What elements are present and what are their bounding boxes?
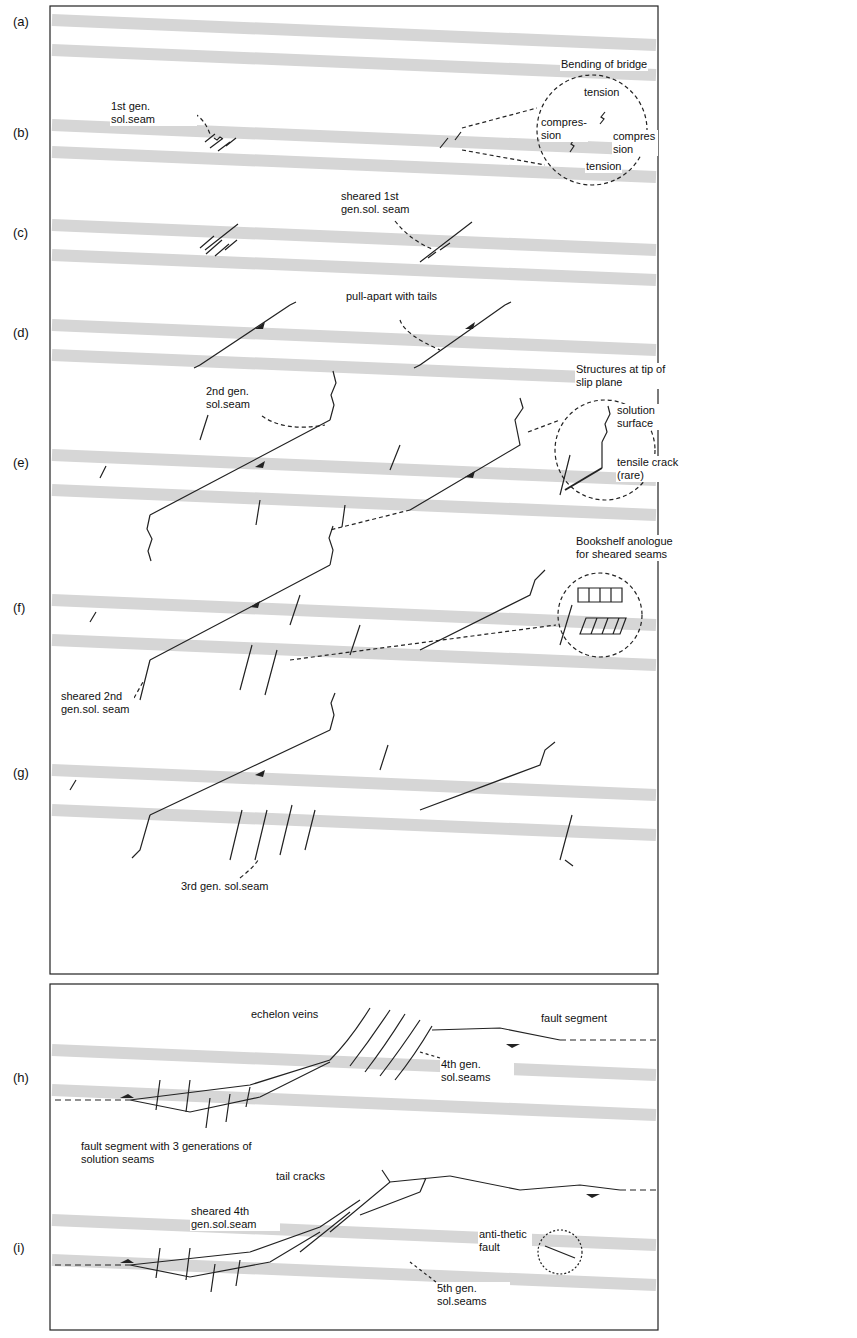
panel-letter: (d) (12, 325, 30, 340)
annotation-label: tensile crack (rare) (616, 456, 680, 482)
annotation-label: pull-apart with tails (345, 290, 457, 303)
annotation-label: tension (583, 86, 620, 99)
annotation-label: 5th gen. sol.seams (436, 1282, 510, 1308)
annotation-label: 4th gen. sol.seams (440, 1058, 514, 1084)
annotation-label: tension (585, 160, 622, 173)
annotation-label: tail cracks (275, 1170, 326, 1183)
annotation-label: solution surface (616, 404, 678, 430)
annotation-label: sheared 1st gen.sol. seam (340, 190, 437, 216)
annotation-label: sheared 2nd gen.sol. seam (60, 690, 134, 716)
annotation-label: compres sion (612, 130, 658, 156)
annotation-label: echelon veins (250, 1008, 319, 1021)
panel-letter: (b) (12, 125, 30, 140)
panel-letter: (g) (12, 765, 30, 780)
panel-letter: (a) (12, 14, 30, 29)
annotation-label: fault segment with 3 generations of solu… (80, 1140, 257, 1166)
panel-letter: (e) (12, 455, 30, 470)
annotation-label: compres-sion (540, 116, 588, 142)
annotation-label: sheared 4th gen.sol.seam (190, 1205, 280, 1231)
annotation-label: Bending of bridge (560, 58, 648, 71)
panel-letter: (f) (12, 600, 26, 615)
annotation-label: Structures at tip of slip plane (575, 363, 682, 389)
panel-letter: (c) (12, 225, 29, 240)
panel-letter: (h) (12, 1070, 30, 1085)
annotation-label: anti-thetic fault (478, 1228, 532, 1254)
annotation-label: 2nd gen. sol.seam (205, 385, 277, 411)
annotation-label: 1st gen. sol.seam (110, 100, 197, 126)
annotation-label: 3rd gen. sol.seam (180, 880, 292, 893)
annotation-label: fault segment (540, 1012, 608, 1025)
annotation-label: Bookshelf anologue for sheared seams (575, 535, 689, 561)
panel-letter: (i) (12, 1240, 26, 1255)
